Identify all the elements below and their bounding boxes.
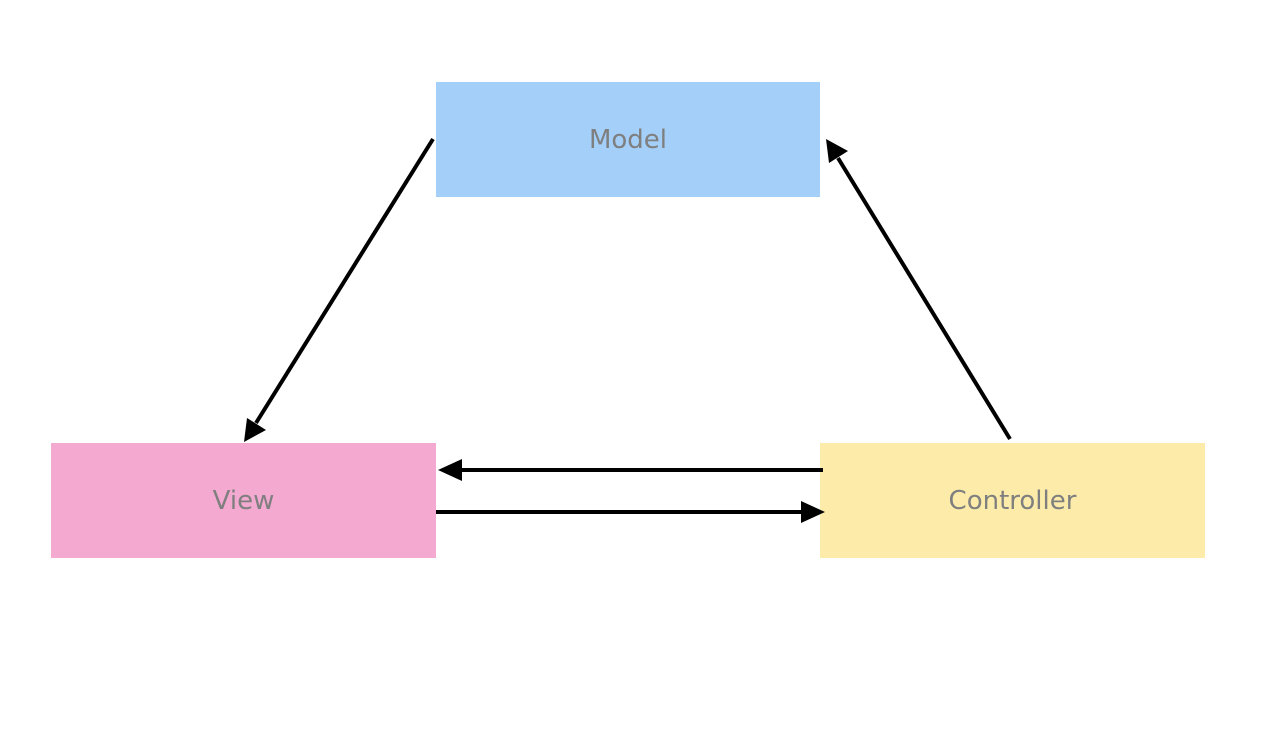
edge-controller-to-view [438, 459, 823, 481]
model-node: Model [436, 82, 820, 197]
view-node: View [51, 443, 436, 558]
controller-node: Controller [820, 443, 1205, 558]
controller-label: Controller [948, 485, 1077, 516]
model-label: Model [588, 124, 668, 155]
edge-controller-to-model [826, 139, 1012, 441]
edge-view-to-controller [436, 501, 825, 523]
edge-model-to-view [244, 137, 435, 442]
view-label: View [212, 485, 275, 516]
